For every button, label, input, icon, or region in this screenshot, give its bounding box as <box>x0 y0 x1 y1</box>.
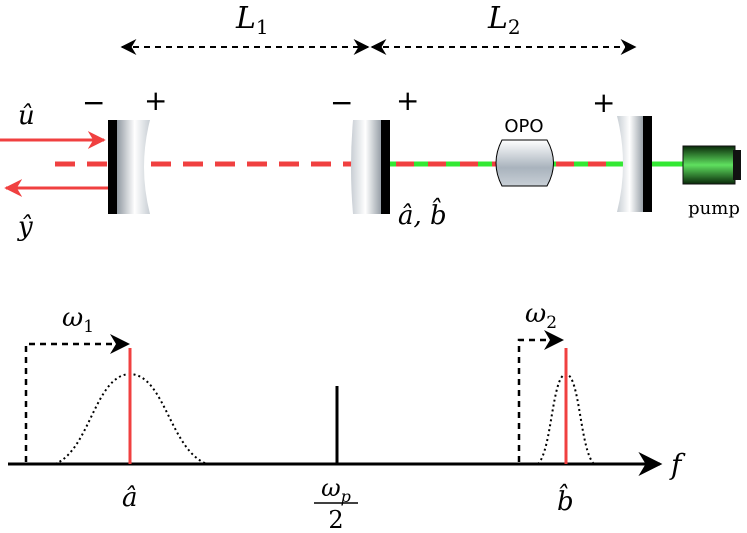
opo-crystal <box>495 139 554 187</box>
mirror2-minus-sign: − <box>330 86 353 119</box>
pump-fraction-denominator: 2 <box>328 506 343 533</box>
b-label: b̂ <box>557 483 574 517</box>
mirror1-minus-sign: − <box>82 86 105 119</box>
opo-label: OPO <box>504 116 543 137</box>
a-label: â <box>122 483 138 513</box>
input-mirror <box>108 120 150 214</box>
pump-fraction-numerator: ωp <box>321 474 351 506</box>
pump-label: pump <box>688 198 740 219</box>
output-mirror <box>617 116 652 212</box>
output-label: ŷ <box>17 212 33 242</box>
middle-mirror <box>351 120 390 214</box>
input-label: û <box>18 101 35 131</box>
l1-label: L1 <box>235 1 269 39</box>
pump-laser-icon <box>682 145 741 185</box>
omega1-label: ω1 <box>62 303 94 337</box>
omega2-shift-arrow <box>517 330 564 462</box>
l2-label: L2 <box>487 1 521 39</box>
mirror1-plus-sign: + <box>144 84 167 117</box>
mirror3-plus-sign: + <box>592 86 615 119</box>
omega1-shift-arrow <box>24 334 130 462</box>
mirror2-plus-sign: + <box>396 84 419 117</box>
axis-label: f <box>669 448 686 481</box>
mode-label: â, b̂ <box>398 197 447 231</box>
omega2-label: ω2 <box>525 299 557 333</box>
